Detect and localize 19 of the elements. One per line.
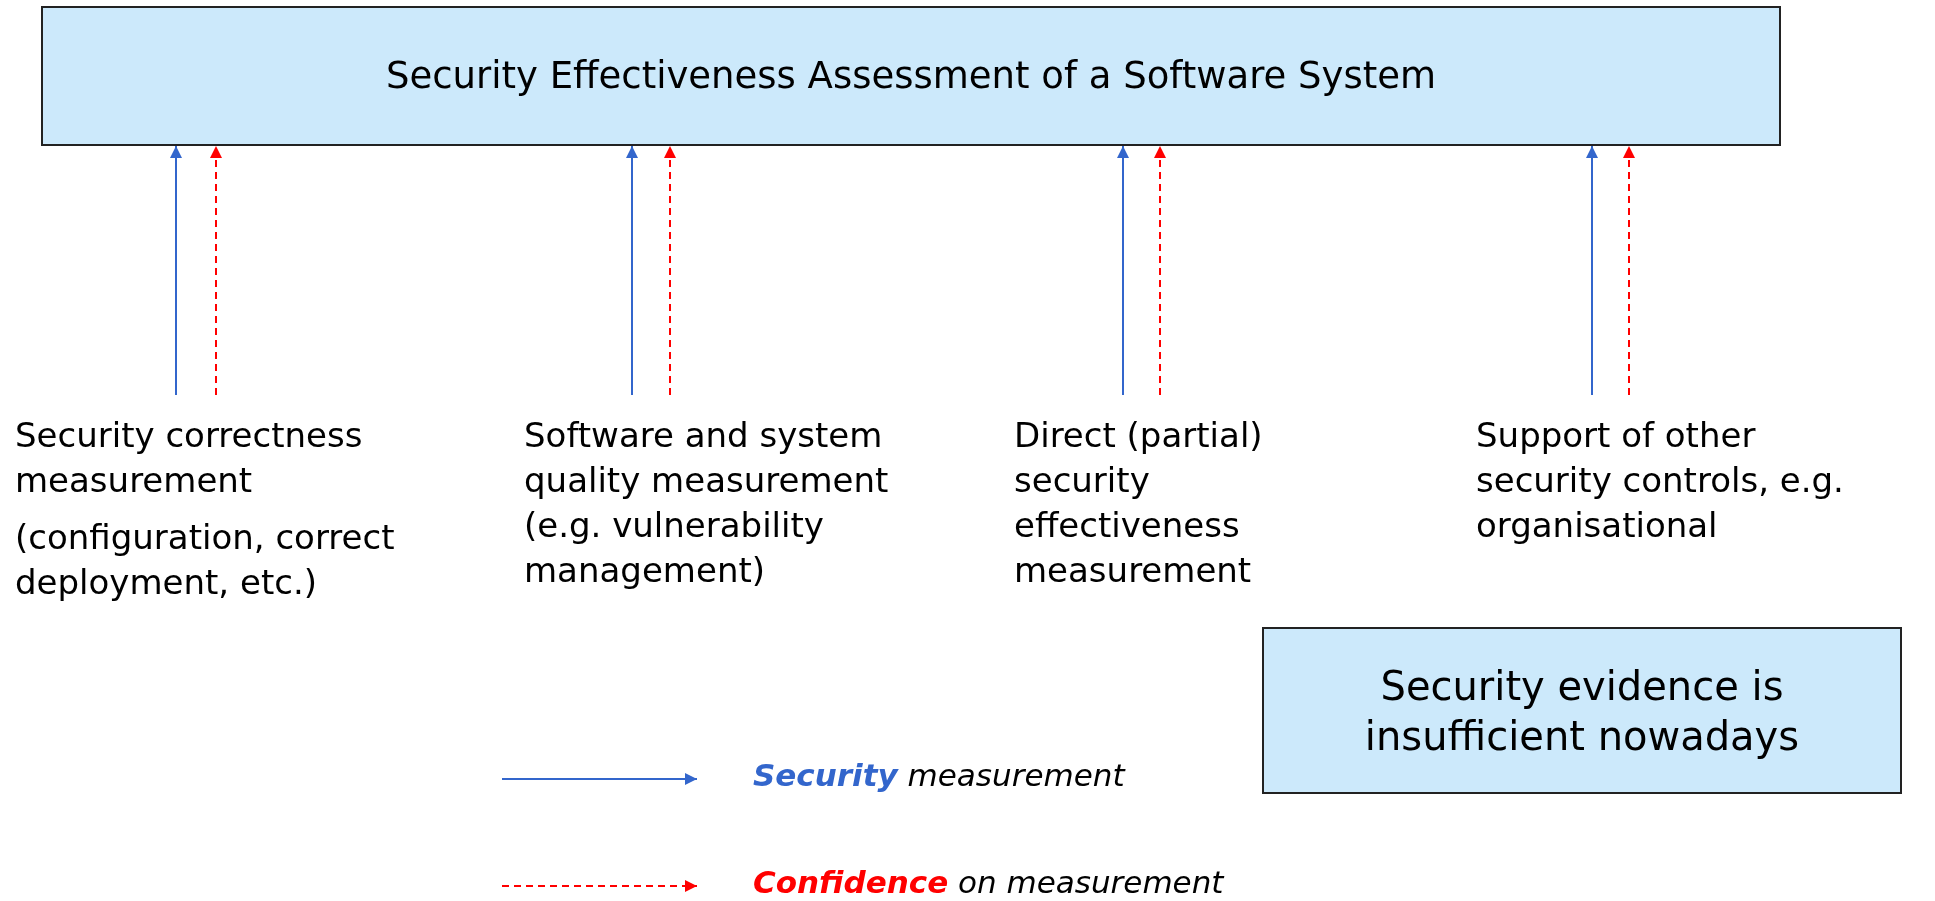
description-text: Direct (partial) security effectiveness measurement (1014, 414, 1264, 592)
note-box (1262, 627, 1902, 794)
arrow (626, 145, 638, 396)
note-text: Security evidence is insufficient nowadays (1363, 661, 1801, 761)
legend-text: Security measurement (753, 757, 1125, 793)
arrow (1154, 145, 1166, 396)
title-text: Security Effectiveness Assessment of a Software System (385, 52, 1437, 99)
legend-text: Confidence on measurement (753, 864, 1224, 900)
description-text: Security correctness measurement (15, 414, 364, 502)
arrow (170, 145, 182, 396)
description-text: (configuration, correct deployment, etc.) (15, 516, 396, 604)
description-text: Software and system quality measurement (e.g. vulnerability management) (524, 414, 890, 592)
title-box (41, 6, 1781, 146)
description-text: Support of other security controls, e.g. organisational (1476, 414, 1845, 547)
arrow (210, 145, 222, 396)
arrow (1586, 145, 1598, 396)
arrow (1117, 145, 1129, 396)
arrow (1623, 145, 1635, 396)
arrow (664, 145, 676, 396)
